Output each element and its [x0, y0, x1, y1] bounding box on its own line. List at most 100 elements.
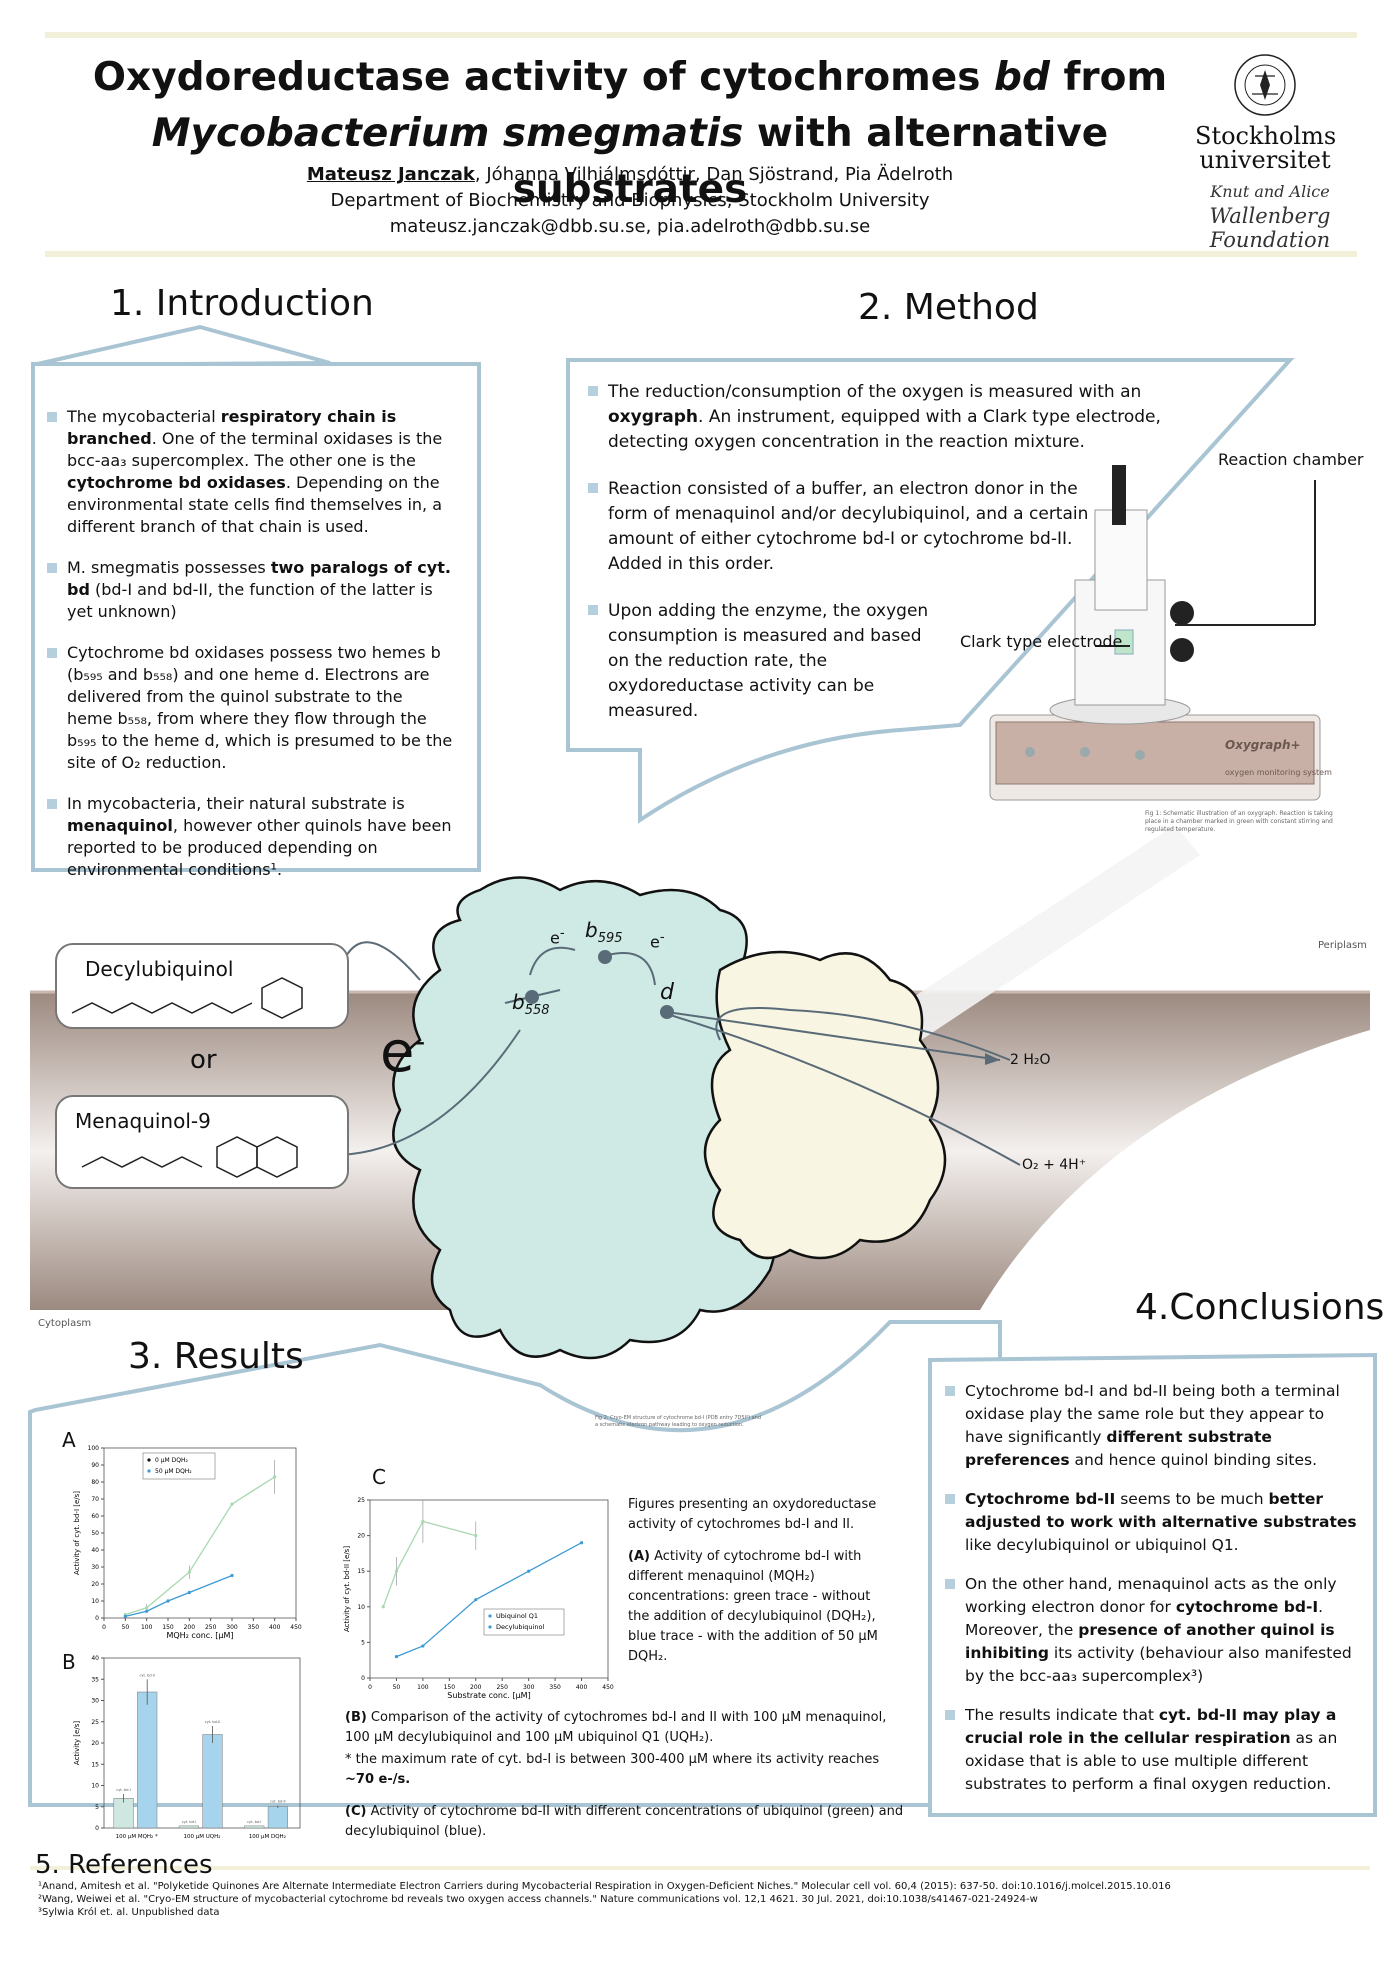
y-tick-label: 20 [357, 1533, 365, 1540]
y-tick-label: 15 [357, 1568, 365, 1575]
logo-su-text1: Stockholms [1195, 122, 1337, 150]
university-seal-icon [1234, 54, 1296, 116]
method-bullet-1: The reduction/consumption of the oxygen … [588, 380, 1193, 455]
x-tick-label: 0 [102, 1624, 106, 1631]
y-tick-label: 25 [91, 1719, 99, 1726]
x-tick-label: 400 [269, 1624, 281, 1631]
legend-marker [488, 1625, 492, 1629]
y-tick-label: 5 [95, 1804, 99, 1811]
heme-b558-label: b558 [512, 990, 550, 1018]
y-tick-label: 5 [361, 1639, 365, 1646]
bar [178, 1825, 199, 1829]
y-tick-label: 0 [361, 1675, 365, 1682]
kaw-foundation-logo: Knut and Alice Wallenberg Foundation [1200, 180, 1340, 252]
series-line [125, 1476, 276, 1616]
y-tick-label: 30 [91, 1698, 99, 1705]
data-point [474, 1534, 478, 1538]
product-water-label: 2 H₂O [1010, 1052, 1051, 1068]
intro-bullet-2: M. smegmatis possesses two paralogs of c… [47, 557, 453, 623]
conclusions-list: Cytochrome bd-I and bd-II being both a t… [945, 1380, 1360, 1796]
menaquinol-structure-icon [81, 1136, 298, 1178]
or-label: or [190, 1045, 217, 1075]
data-point [145, 1609, 149, 1613]
results-caption-abc: Figures presenting an oxydoreductase act… [628, 1495, 878, 1679]
bar-series-label: cyt. bd-I [116, 1788, 130, 1792]
intro-bullet-4: In mycobacteria, their natural substrate… [47, 793, 453, 881]
x-tick-label: 50 [122, 1624, 130, 1631]
electron-label-2: e- [650, 930, 665, 952]
conclusion-bullet-2: Cytochrome bd-II seems to be much better… [945, 1488, 1360, 1557]
data-point [187, 1590, 191, 1595]
data-point [123, 1614, 127, 1618]
intro-bullet-1: The mycobacterial respiratory chain is b… [47, 406, 453, 538]
panel-label-b: B [62, 1650, 76, 1674]
chart-a-legend [142, 1452, 216, 1480]
section-title-results: 3. Results [128, 1336, 304, 1377]
conclusion-bullet-4: The results indicate that cyt. bd-II may… [945, 1704, 1360, 1796]
x-tick-label: 350 [549, 1684, 561, 1691]
data-point [421, 1519, 425, 1523]
results-box-outline [28, 1320, 1002, 1807]
y-tick-label: 40 [91, 1655, 99, 1662]
y-tick-label: 10 [91, 1783, 99, 1790]
y-tick-label: 35 [91, 1676, 99, 1683]
emails: mateusz.janczak@dbb.su.se, pia.adelroth@… [389, 216, 871, 237]
bar-series-label: cyt. bd-II [205, 1720, 220, 1724]
bar [137, 1691, 158, 1829]
stockholm-university-logo: Stockholms universitet [1195, 50, 1337, 174]
method-box-outline [566, 358, 1295, 824]
section-title-conclusions: 4.Conclusions [1135, 1287, 1385, 1328]
department: Department of Biochemistry and Biophysic… [330, 190, 930, 211]
y-tick-label: 0 [95, 1615, 99, 1622]
intro-bullet-3: Cytochrome bd oxidases possess two hemes… [47, 642, 453, 774]
panel-label-c: C [372, 1465, 386, 1489]
menaquinol-label: Menaquinol-9 [75, 1109, 211, 1133]
bar-series-label: cyt. bd-I [182, 1820, 196, 1824]
method-list: The reduction/consumption of the oxygen … [588, 380, 1193, 724]
data-point [187, 1570, 191, 1574]
legend-marker [147, 1469, 151, 1473]
logo-kaw-text3: Foundation [1209, 228, 1331, 252]
data-point [527, 1569, 531, 1573]
results-caption-c: (C) Activity of cytochrome bd-II with di… [345, 1804, 904, 1839]
bar [113, 1798, 134, 1829]
bar [267, 1806, 288, 1829]
category-label: 100 μM MQH₂ * [116, 1834, 158, 1840]
substrate-oxygen-label: O₂ + 4H⁺ [1022, 1157, 1087, 1173]
bar-series-label: cyt. bd-I [247, 1820, 261, 1824]
periplasm-label: Periplasm [1318, 940, 1367, 951]
section-title-method: 2. Method [858, 287, 1039, 328]
section-title-introduction: 1. Introduction [110, 283, 374, 324]
category-label: 100 μM UQH₂ [184, 1834, 221, 1840]
electron-label-1: e- [550, 926, 565, 948]
bar-series-label: cyt. bd-II [270, 1799, 285, 1803]
legend-marker [488, 1614, 492, 1618]
oxygraph-subtitle: oxygen monitoring system [1225, 768, 1332, 777]
y-tick-label: 20 [91, 1581, 99, 1588]
data-point [381, 1605, 385, 1609]
x-tick-label: 100 [141, 1624, 153, 1631]
y-tick-label: 70 [91, 1496, 99, 1503]
panel-label-a: A [62, 1428, 76, 1452]
results-caption-b-note: * the maximum rate of cyt. bd-I is betwe… [345, 1752, 880, 1787]
legend-label: Ubiquinol Q1 [496, 1612, 538, 1620]
data-point [394, 1569, 399, 1573]
y-tick-label: 15 [91, 1761, 99, 1768]
plot-frame [369, 1499, 609, 1679]
data-point [145, 1606, 149, 1610]
cyt-bd-subunit-a [392, 876, 780, 1360]
logo-kaw-text2: Wallenberg [1209, 204, 1331, 228]
decylubiquinol-box: Decylubiquinol [55, 943, 349, 1029]
poster-background-graphics [28, 324, 1377, 1870]
conclusion-bullet-3: On the other hand, menaquinol acts as th… [945, 1573, 1360, 1688]
protein-structure-svg [339, 876, 1021, 1360]
cytoplasm-label: Cytoplasm [38, 1318, 92, 1329]
x-tick-label: 250 [205, 1624, 217, 1631]
logo-su-text2: universitet [1199, 146, 1331, 174]
x-tick-label: 50 [393, 1684, 401, 1691]
electron-label-big: e- [380, 1020, 426, 1085]
method-bullet-3: Upon adding the enzyme, the oxygen consu… [588, 599, 948, 724]
x-tick-label: 150 [444, 1684, 456, 1691]
x-tick-label: 450 [290, 1624, 302, 1631]
